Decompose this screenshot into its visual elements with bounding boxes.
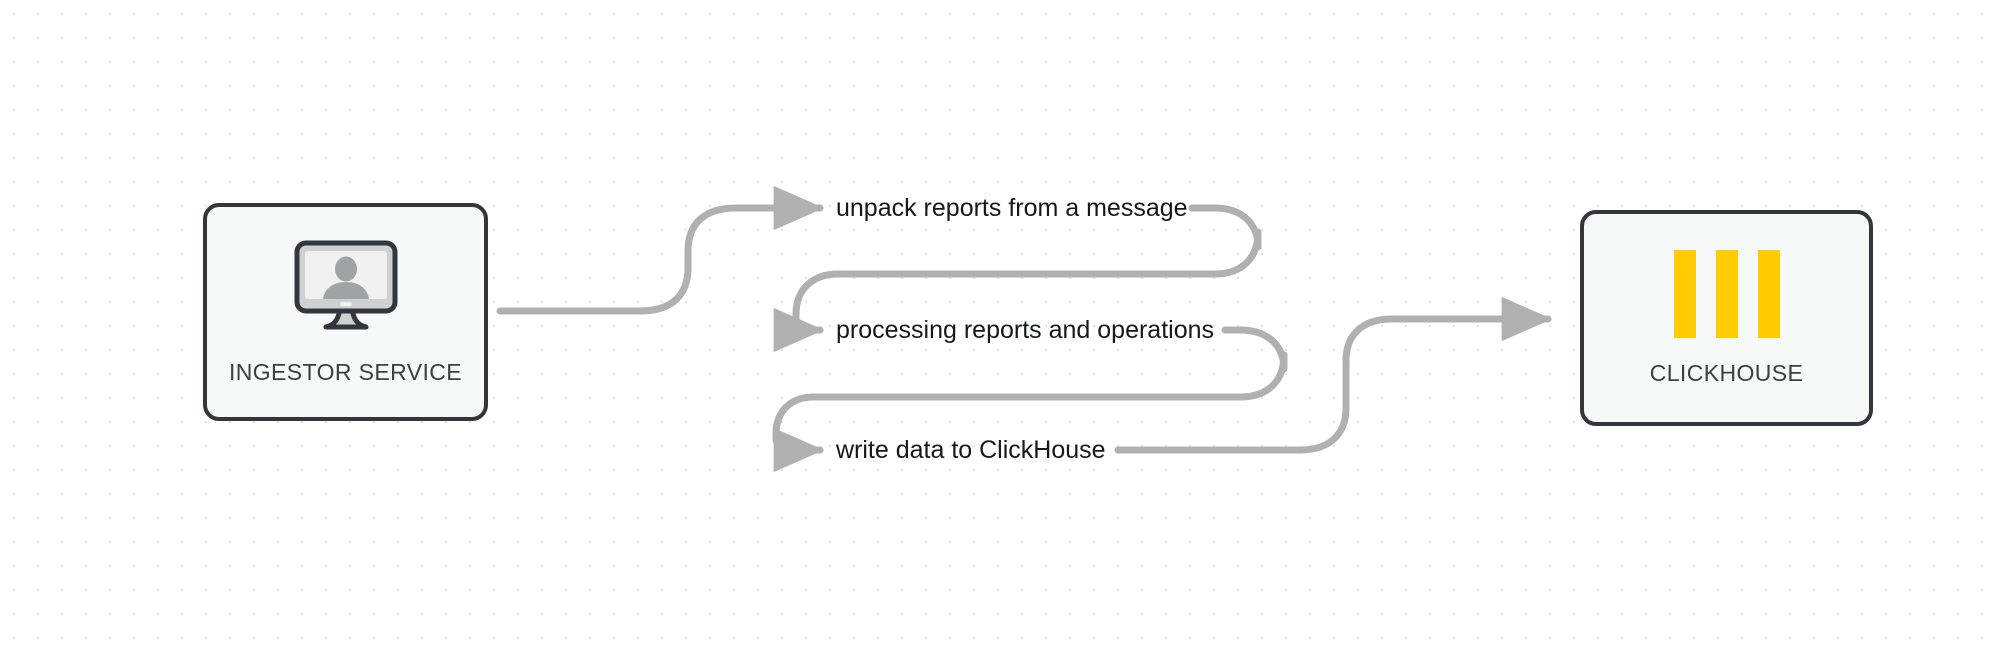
node-ingestor-service[interactable]: INGESTOR SERVICE (203, 203, 488, 421)
node-clickhouse[interactable]: CLICKHOUSE (1580, 210, 1873, 426)
node-ingestor-label: INGESTOR SERVICE (228, 359, 463, 385)
clickhouse-bar-1 (1673, 249, 1696, 338)
edge-label-unpack-reports: unpack reports from a message (836, 194, 1188, 222)
edge-label-write-data: write data to ClickHouse (836, 436, 1106, 464)
monitor-user-icon (292, 238, 400, 341)
clickhouse-bar-3 (1757, 249, 1780, 338)
connector-step1-to-step2 (773, 204, 1262, 353)
connector-step2-to-step3 (772, 326, 1288, 473)
node-clickhouse-label: CLICKHOUSE (1649, 359, 1804, 386)
clickhouse-logo-icon (1673, 249, 1780, 338)
connector-service-to-step1 (496, 185, 825, 315)
edge-label-processing-reports: processing reports and operations (836, 316, 1215, 344)
clickhouse-bar-2 (1715, 249, 1738, 338)
